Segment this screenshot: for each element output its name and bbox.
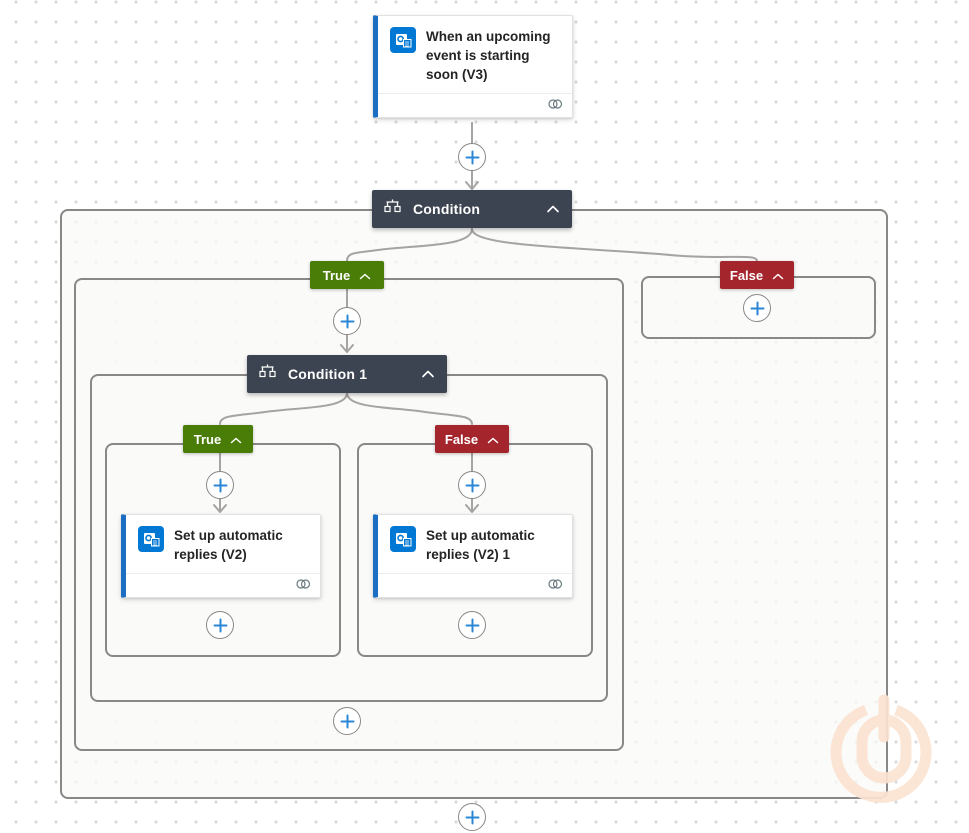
chevron-up-icon (772, 268, 784, 283)
action-card-footer (378, 573, 572, 597)
inner-true-branch-badge[interactable]: True (183, 425, 253, 453)
action-card-set-up-automatic-replies[interactable]: Set up automatic replies (V2) (121, 514, 321, 598)
condition-icon (259, 364, 276, 384)
true-branch-label: True (322, 267, 351, 283)
add-inner-false-top-button[interactable] (458, 471, 486, 499)
inner-false-branch-badge[interactable]: False (435, 425, 509, 453)
false-branch-badge[interactable]: False (720, 261, 794, 289)
action-title: Set up automatic replies (V2) (174, 528, 283, 562)
condition1-label: Condition 1 (288, 366, 368, 382)
add-below-card-true-button[interactable] (206, 611, 234, 639)
condition-icon (384, 199, 401, 219)
connection-link-icon (547, 97, 563, 115)
chevron-up-icon (230, 432, 242, 447)
trigger-card-footer (378, 93, 572, 117)
add-false-branch-button[interactable] (743, 294, 771, 322)
add-after-trigger-button[interactable] (458, 143, 486, 171)
true-branch-badge[interactable]: True (310, 261, 384, 289)
add-below-condition1-button[interactable] (333, 707, 361, 735)
chevron-up-icon[interactable] (546, 205, 560, 213)
false-branch-label: False (729, 267, 764, 283)
inner-false-branch-label: False (444, 431, 479, 447)
add-below-card-false-button[interactable] (458, 611, 486, 639)
outlook-icon (390, 526, 416, 552)
trigger-card[interactable]: When an upcoming event is starting soon … (373, 15, 573, 118)
chevron-up-icon[interactable] (421, 370, 435, 378)
condition-header[interactable]: Condition (372, 190, 572, 228)
trigger-title: When an upcoming event is starting soon … (426, 29, 551, 82)
action-title: Set up automatic replies (V2) 1 (426, 528, 535, 562)
action-card-set-up-automatic-replies-1[interactable]: Set up automatic replies (V2) 1 (373, 514, 573, 598)
connection-link-icon (547, 577, 563, 595)
action-card-footer (126, 573, 320, 597)
inner-true-branch-label: True (193, 431, 222, 447)
connection-link-icon (295, 577, 311, 595)
condition-label: Condition (413, 201, 481, 217)
outlook-icon (138, 526, 164, 552)
add-true-branch-top-button[interactable] (333, 307, 361, 335)
add-below-condition-button[interactable] (458, 803, 486, 831)
add-inner-true-top-button[interactable] (206, 471, 234, 499)
outlook-icon (390, 27, 416, 53)
condition1-header[interactable]: Condition 1 (247, 355, 447, 393)
chevron-up-icon (487, 432, 499, 447)
chevron-up-icon (359, 268, 371, 283)
